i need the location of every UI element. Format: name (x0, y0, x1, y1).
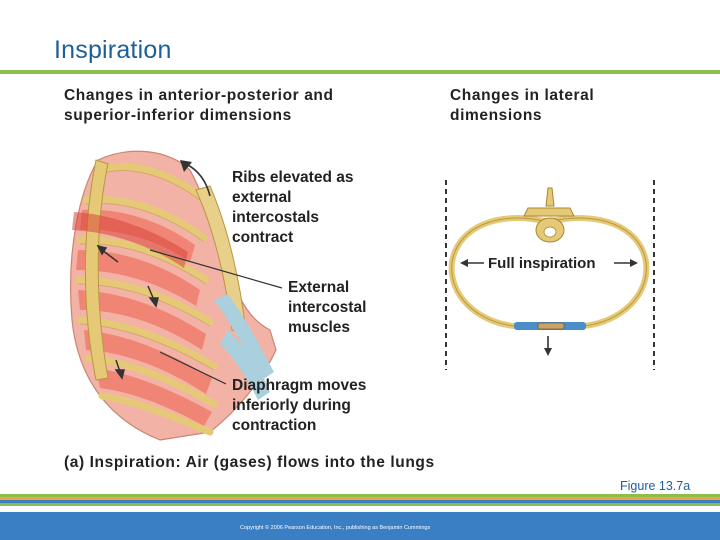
copyright-text: Copyright © 2006 Pearson Education, Inc.… (240, 525, 431, 531)
movement-arrows (96, 244, 159, 380)
rib-rotation-arrowhead (180, 160, 192, 172)
sternum-section (537, 322, 565, 330)
figure-caption: (a) Inspiration: Air (gases) flows into … (64, 454, 435, 471)
decorative-stripes (0, 494, 720, 506)
left-heading: Changes in anterior-posterior and superi… (64, 87, 334, 124)
external-intercostal-label: External intercostal muscles (288, 279, 367, 336)
vertebra (523, 187, 575, 243)
rib-cage-illustration (69, 150, 277, 441)
footer-bar (0, 512, 720, 540)
figure-reference: Figure 13.7a (620, 479, 691, 493)
slide-title: Inspiration (54, 36, 172, 64)
title-rule (0, 70, 720, 74)
diaphragm-label: Diaphragm moves inferiorly during contra… (232, 377, 367, 434)
full-inspiration-label: Full inspiration (488, 255, 596, 272)
lateral-dimension-illustration (445, 180, 655, 370)
right-heading: Changes in lateral dimensions (450, 87, 595, 124)
ribs-elevated-label: Ribs elevated as external intercostals c… (232, 169, 354, 246)
leader-lines (149, 249, 283, 385)
